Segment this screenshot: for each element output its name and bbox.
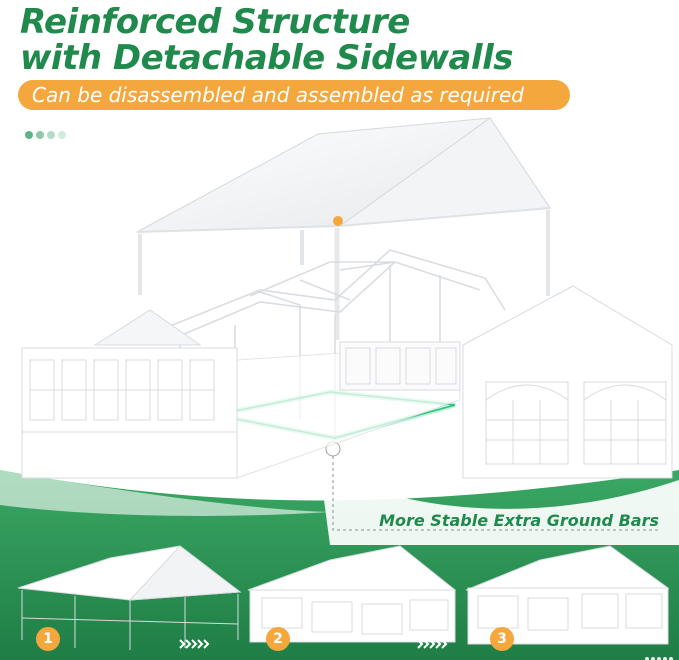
double-chevron-right-icon: [179, 639, 210, 649]
headline-line-1: Reinforced Structure: [20, 2, 410, 42]
gable-sidewall: [462, 285, 673, 479]
step-badge-1: 1: [36, 627, 60, 651]
tent-step-2: [247, 545, 457, 643]
carousel-dots-icon: [25, 124, 69, 143]
subheadline-banner: Can be disassembled and assembled as req…: [18, 80, 570, 110]
canopy-roof: [136, 117, 551, 340]
grass-highlight: [0, 470, 330, 516]
double-chevron-right-icon: [417, 639, 448, 649]
headline-line-2: with Detachable Sidewalls: [20, 38, 513, 78]
callout-leader: [332, 456, 660, 531]
left-sidewalls: [21, 309, 461, 479]
tent-step-3: [465, 545, 670, 645]
step-badge-3: 3: [490, 627, 514, 651]
step-badge-2: 2: [266, 627, 290, 651]
ground-bars-callout: More Stable Extra Ground Bars: [379, 511, 659, 530]
page-dots-icon: [643, 646, 673, 660]
subheadline-text: Can be disassembled and assembled as req…: [32, 83, 524, 107]
tent-step-1: [17, 545, 242, 650]
